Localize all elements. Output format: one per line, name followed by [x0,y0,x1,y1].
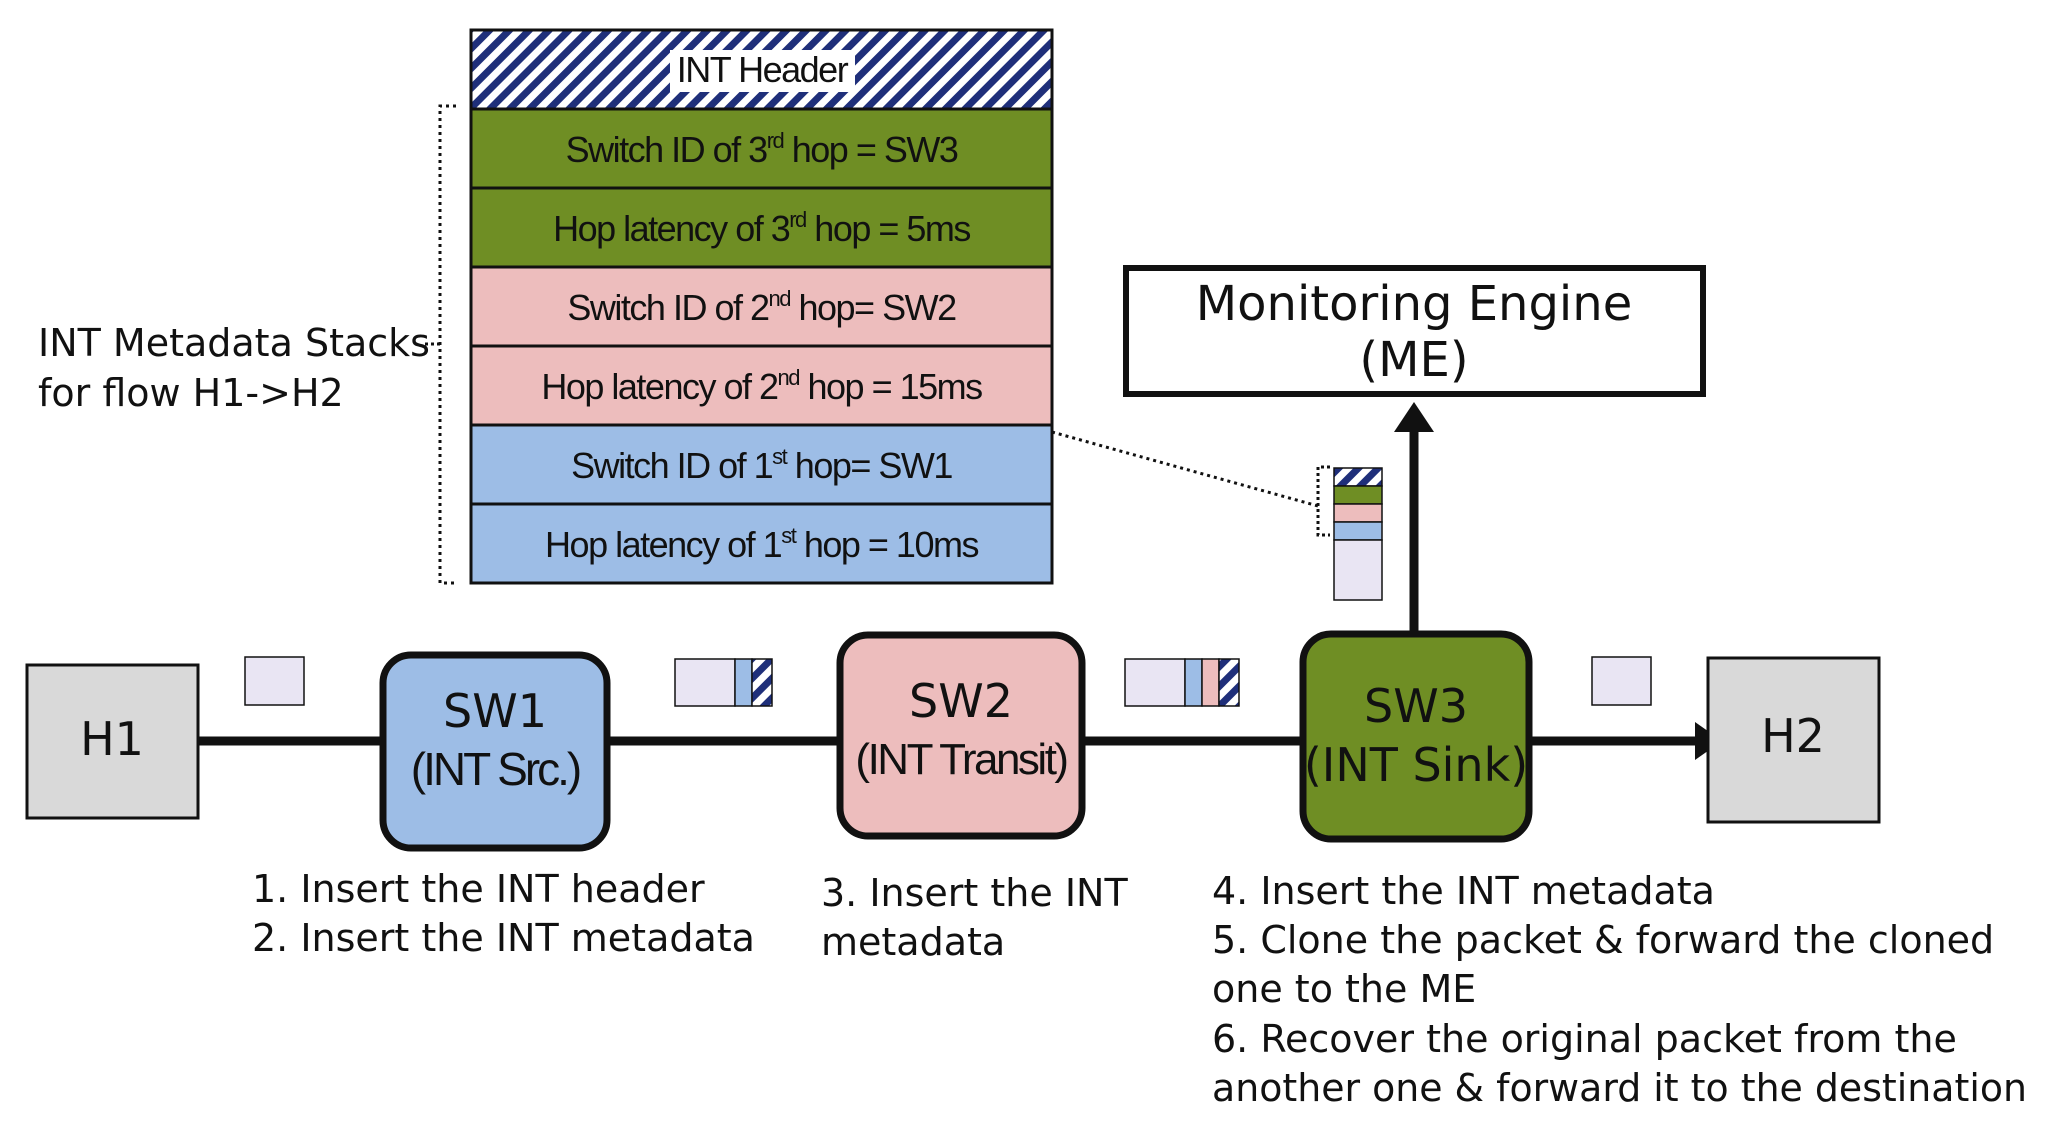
stack-row-6-ordinal: st [781,523,797,548]
stack-connector [1051,430,1319,508]
step-4: 4. Insert the INT metadata [1212,869,1715,913]
sink-clone-packet [1333,467,1383,601]
step-6-line2: another one & forward it to the destinat… [1212,1066,2027,1110]
stack-row-1-ordinal: rd [767,128,784,153]
step-6-line1: 6. Recover the original packet from the [1212,1017,1957,1061]
stack-row-4-label: Hop latency of 2nd hop = 15ms [541,365,982,407]
stack-row-1-label: Switch ID of 3rd hop = SW3 [566,128,958,170]
switch-sw2-role: (INT Transit) [855,735,1066,784]
steps-sw2: 3. Insert the INT metadata [821,871,1128,964]
stack-row-1-text: Switch ID of 3 [566,129,768,170]
host-h1 [25,663,200,820]
stack-row-5 [469,423,1054,506]
host-h2-label: H2 [1761,709,1825,763]
stack-row-4 [469,344,1054,427]
int-metadata-stack: INT Header Switch ID of 3rd hop = SW3Hop… [469,28,1054,585]
step-5-line2: one to the ME [1212,967,1476,1011]
steps-sw1: 1. Insert the INT header 2. Insert the I… [252,867,755,960]
stack-row-3 [469,265,1054,348]
stack-row-4-text: Hop latency of 2 [541,366,778,407]
int-header-label: INT Header [677,49,849,90]
stack-row-2-value: hop = 5ms [806,208,971,249]
stack-row-5-label: Switch ID of 1st hop= SW1 [571,444,952,486]
stack-row-3-label: Switch ID of 2nd hop= SW2 [567,286,956,328]
switch-sw1-name: SW1 [443,684,547,738]
switch-sw2 [836,631,1086,840]
stack-row-1-value: hop = SW3 [783,129,958,170]
monitoring-engine-line2: (ME) [1359,332,1468,388]
stack-row-2 [469,186,1054,269]
stack-row-3-ordinal: nd [769,286,791,311]
stack-row-6-label: Hop latency of 1st hop = 10ms [545,523,978,565]
switch-sw3 [1299,630,1533,843]
packet-sw3-h2 [1591,656,1652,706]
step-2: 2. Insert the INT metadata [252,916,755,960]
switch-sw1-role: (INT Src.) [411,743,580,795]
stack-label-line1: INT Metadata Stacks [38,321,430,365]
monitoring-engine-box [1123,265,1706,397]
small-stack-bracket [1316,465,1330,537]
host-h2 [1706,656,1881,824]
packet-sw2-sw3 [1124,658,1240,707]
stack-row-2-text: Hop latency of 3 [553,208,790,249]
host-h1-label: H1 [80,712,144,766]
stack-row-5-text: Switch ID of 1 [571,445,773,486]
stack-row-3-text: Switch ID of 2 [567,287,769,328]
switch-sw3-name: SW3 [1364,679,1468,733]
stack-row-6-value: hop = 10ms [795,524,978,565]
switch-sw2-name: SW2 [909,674,1013,728]
stack-row-1 [469,107,1054,190]
stack-row-2-ordinal: rd [789,207,806,232]
stack-row-4-ordinal: nd [778,365,800,390]
switch-sw3-role: (INT Sink) [1304,738,1528,792]
stack-row-5-value: hop= SW1 [786,445,952,486]
arrow-to-me-icon [1394,402,1434,432]
step-5-line1: 5. Clone the packet & forward the cloned [1212,918,1994,962]
stack-row-3-value: hop= SW2 [790,287,956,328]
monitoring-engine-line1: Monitoring Engine [1196,276,1632,332]
stack-row-4-value: hop = 15ms [799,366,982,407]
packet-h1-sw1 [244,656,305,706]
stack-row-5-ordinal: st [772,444,788,469]
stack-bracket [438,104,456,585]
stack-row-6-text: Hop latency of 1 [545,524,782,565]
stack-row-2-label: Hop latency of 3rd hop = 5ms [553,207,970,249]
step-1: 1. Insert the INT header [252,867,705,911]
stack-label-line2: for flow H1->H2 [38,371,344,415]
step-3-line1: 3. Insert the INT [821,871,1128,915]
switch-sw1 [379,651,611,852]
stack-row-6 [469,502,1054,585]
step-3-line2: metadata [821,920,1005,964]
steps-sw3: 4. Insert the INT metadata 5. Clone the … [1212,869,2027,1110]
packet-sw1-sw2 [674,658,773,707]
